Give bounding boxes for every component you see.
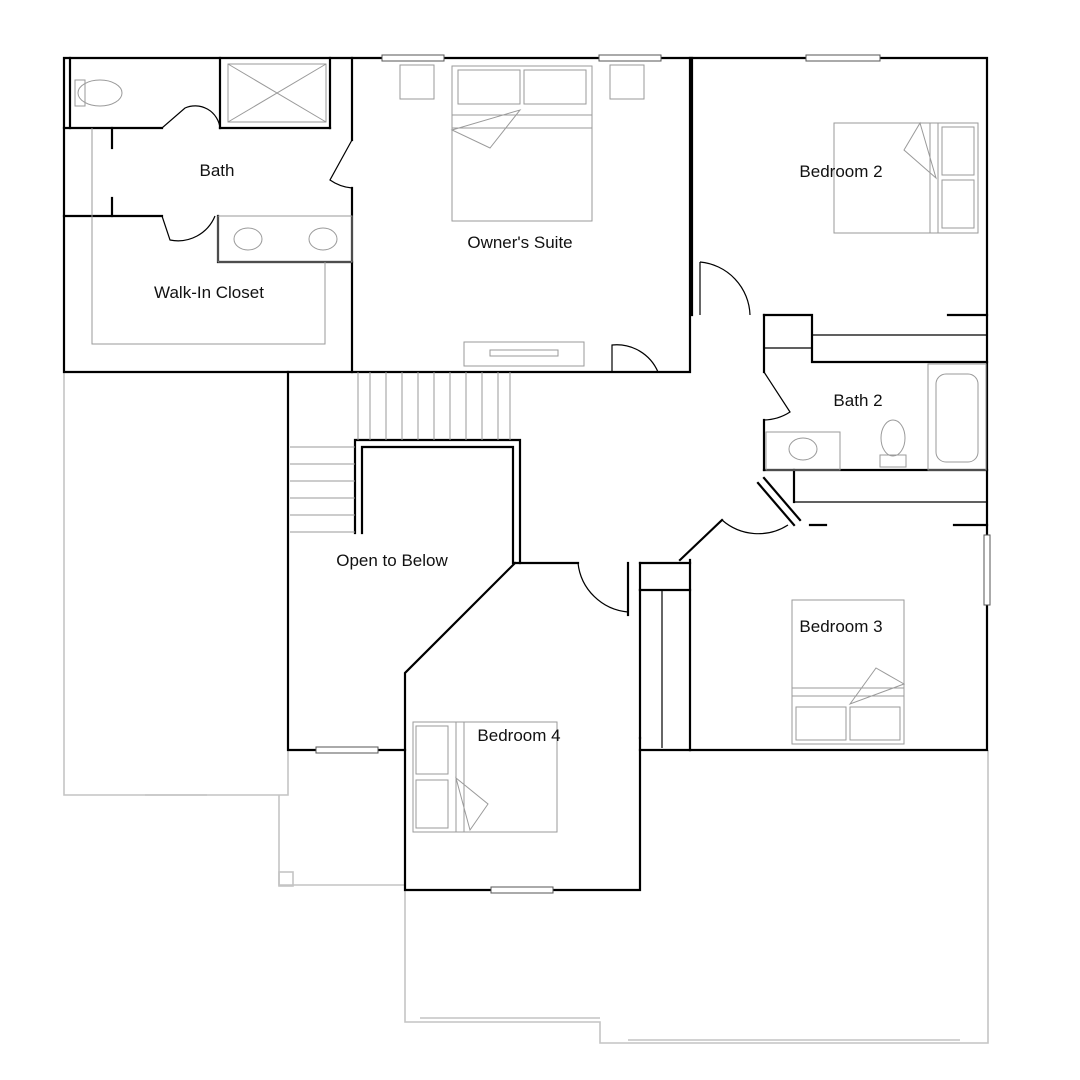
bedroom-3-label: Bedroom 3 (799, 617, 882, 636)
bedroom-3-fixtures (791, 599, 906, 745)
walk-in-closet-label: Walk-In Closet (154, 283, 264, 302)
bath-2-label: Bath 2 (833, 391, 882, 410)
lower-level-outline (63, 372, 989, 1044)
walls (62, 56, 989, 892)
stairs (290, 372, 511, 533)
owners-suite-label: Owner's Suite (467, 233, 572, 252)
room-labels: Bath Walk-In Closet Owner's Suite Bedroo… (154, 161, 883, 745)
bedroom-2-label: Bedroom 2 (799, 162, 882, 181)
bedroom-4-label: Bedroom 4 (477, 726, 560, 745)
bath-2-fixtures (765, 363, 987, 471)
doors (161, 105, 987, 748)
windows (315, 54, 991, 894)
owner-bath-fixtures (74, 63, 353, 345)
owners-suite-fixtures (399, 64, 645, 367)
bedroom-4-fixtures (412, 721, 558, 833)
open-to-below-label: Open to Below (336, 551, 448, 570)
bedroom-2-fixtures (833, 121, 979, 234)
bath-label: Bath (200, 161, 235, 180)
